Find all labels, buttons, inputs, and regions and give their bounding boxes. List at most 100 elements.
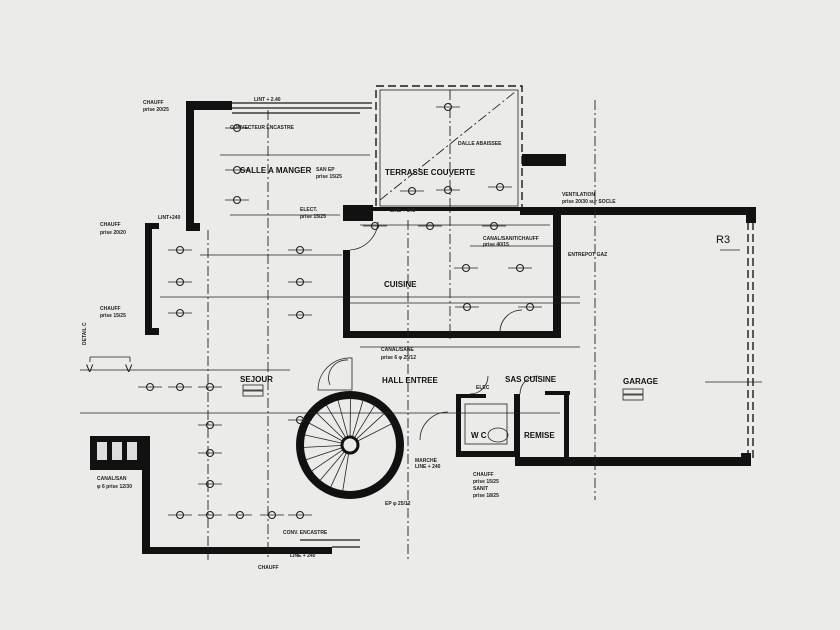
column-marker: [436, 102, 460, 112]
annotation: SANIT: [473, 486, 488, 492]
annotation: φ 6 prise 12/30: [97, 484, 132, 490]
column-markers: [138, 102, 542, 520]
room-label-sejour: SEJOUR: [240, 375, 273, 384]
annotation: LINE + 240: [390, 208, 416, 214]
column-marker: [288, 277, 312, 287]
annotation: prise 18/25: [473, 493, 499, 499]
label-dalle-abaissee: DALLE ABAISSEE: [458, 141, 502, 147]
column-marker: [225, 123, 249, 133]
column-marker: [225, 195, 249, 205]
terrasse-outline: [375, 85, 523, 211]
column-marker: [508, 263, 532, 273]
section-marker-r3: R3: [716, 234, 730, 246]
column-marker: [455, 302, 479, 312]
column-marker: [436, 185, 460, 195]
stair-tread: [304, 445, 342, 448]
level-box: [622, 394, 644, 401]
column-marker: [168, 510, 192, 520]
column-marker: [198, 448, 222, 458]
dimension-lines: [80, 90, 762, 560]
stair-tread: [354, 405, 375, 438]
annotation: prise 20/20: [100, 230, 126, 236]
column-marker: [168, 308, 192, 318]
annotations: CHAUFF prise 20/25 LINT + 2.40 CONVECTEU…: [97, 97, 616, 571]
level-box: [242, 384, 264, 391]
annotation: LINE + 240: [290, 553, 316, 559]
section-arrow-right: V: [125, 363, 133, 375]
annotation: prise 20/25: [143, 107, 169, 113]
column-marker: [454, 263, 478, 273]
stair-tread: [306, 447, 342, 461]
column-marker: [198, 510, 222, 520]
annotation: CONV. ENCASTRE: [283, 530, 328, 536]
annotation: VENTILATION: [562, 192, 595, 198]
annotation: CHAUFF: [100, 222, 121, 228]
column-marker: [228, 510, 252, 520]
room-label-hall-entree: HALL ENTREE: [382, 376, 439, 385]
column-marker: [288, 245, 312, 255]
stair-tread: [311, 449, 343, 472]
level-box: [242, 390, 264, 397]
stair-tread: [326, 405, 346, 438]
annotation: prise 15/25: [473, 479, 499, 485]
annotation: CONVECTEUR ENCASTRE: [230, 125, 295, 131]
annotation: prise 15/25: [300, 214, 326, 220]
stair-tread: [309, 422, 343, 442]
annotation: prise 15/25: [100, 313, 126, 319]
annotation: LINT + 2.40: [254, 97, 281, 103]
room-label-terrasse-couverte: TERRASSE COUVERTE: [385, 168, 476, 177]
spiral-staircase: [296, 357, 404, 499]
annotation: ELEC: [476, 385, 490, 391]
room-label-sas-cuisine: SAS CUISINE: [505, 375, 557, 384]
annotation: CANAL/SANIT/CHAUFF: [483, 236, 539, 242]
room-label-cuisine: CUISINE: [384, 280, 417, 289]
column-marker: [488, 182, 512, 192]
annotation: CANAL/SANE: [381, 347, 414, 353]
annotation: prise 20/30 sur SOCLE: [562, 199, 616, 205]
section-arrow-left: V: [86, 363, 94, 375]
annotation: CHAUFF: [143, 100, 164, 106]
stair-tread: [305, 434, 342, 444]
column-marker: [400, 186, 424, 196]
column-marker: [260, 510, 284, 520]
column-marker: [138, 382, 162, 392]
detail-c-label: DETAIL C: [82, 322, 88, 345]
column-marker: [168, 245, 192, 255]
door-swings: [328, 221, 539, 441]
column-marker: [168, 277, 192, 287]
column-marker: [225, 165, 249, 175]
stair-tread: [337, 400, 349, 437]
stair-tread: [356, 413, 385, 440]
annotation: prise 6 φ 25/12: [381, 355, 416, 361]
stair-tread: [352, 400, 364, 437]
annotation: MARCHE: [415, 458, 438, 464]
stair-tread: [330, 453, 347, 487]
annotation: EP φ 25/12: [385, 501, 411, 507]
room-label-wc: W C: [471, 431, 487, 440]
column-marker: [363, 221, 387, 231]
room-label-garage: GARAGE: [623, 377, 659, 386]
column-marker: [288, 310, 312, 320]
level-box: [622, 388, 644, 395]
stair-tread: [316, 412, 344, 440]
column-marker: [518, 302, 542, 312]
stair-tread: [342, 453, 349, 491]
column-marker: [288, 510, 312, 520]
column-marker: [288, 415, 312, 425]
column-marker: [198, 382, 222, 392]
annotation: ELECT.: [300, 207, 318, 213]
column-marker: [198, 479, 222, 489]
annotation: CHAUFF: [473, 472, 494, 478]
walls: [90, 101, 756, 554]
annotation: CHAUFF: [100, 306, 121, 312]
column-marker: [168, 382, 192, 392]
stair-tread: [320, 451, 345, 481]
annotation: ENTREPOT GAZ: [568, 252, 607, 258]
annotation: prise 15/25: [316, 174, 342, 180]
annotation: LINE + 240: [415, 464, 441, 470]
column-marker: [198, 420, 222, 430]
annotation: CHAUFF: [258, 565, 279, 571]
annotation: CANAL/SAN: [97, 476, 127, 482]
column-marker: [418, 221, 442, 231]
